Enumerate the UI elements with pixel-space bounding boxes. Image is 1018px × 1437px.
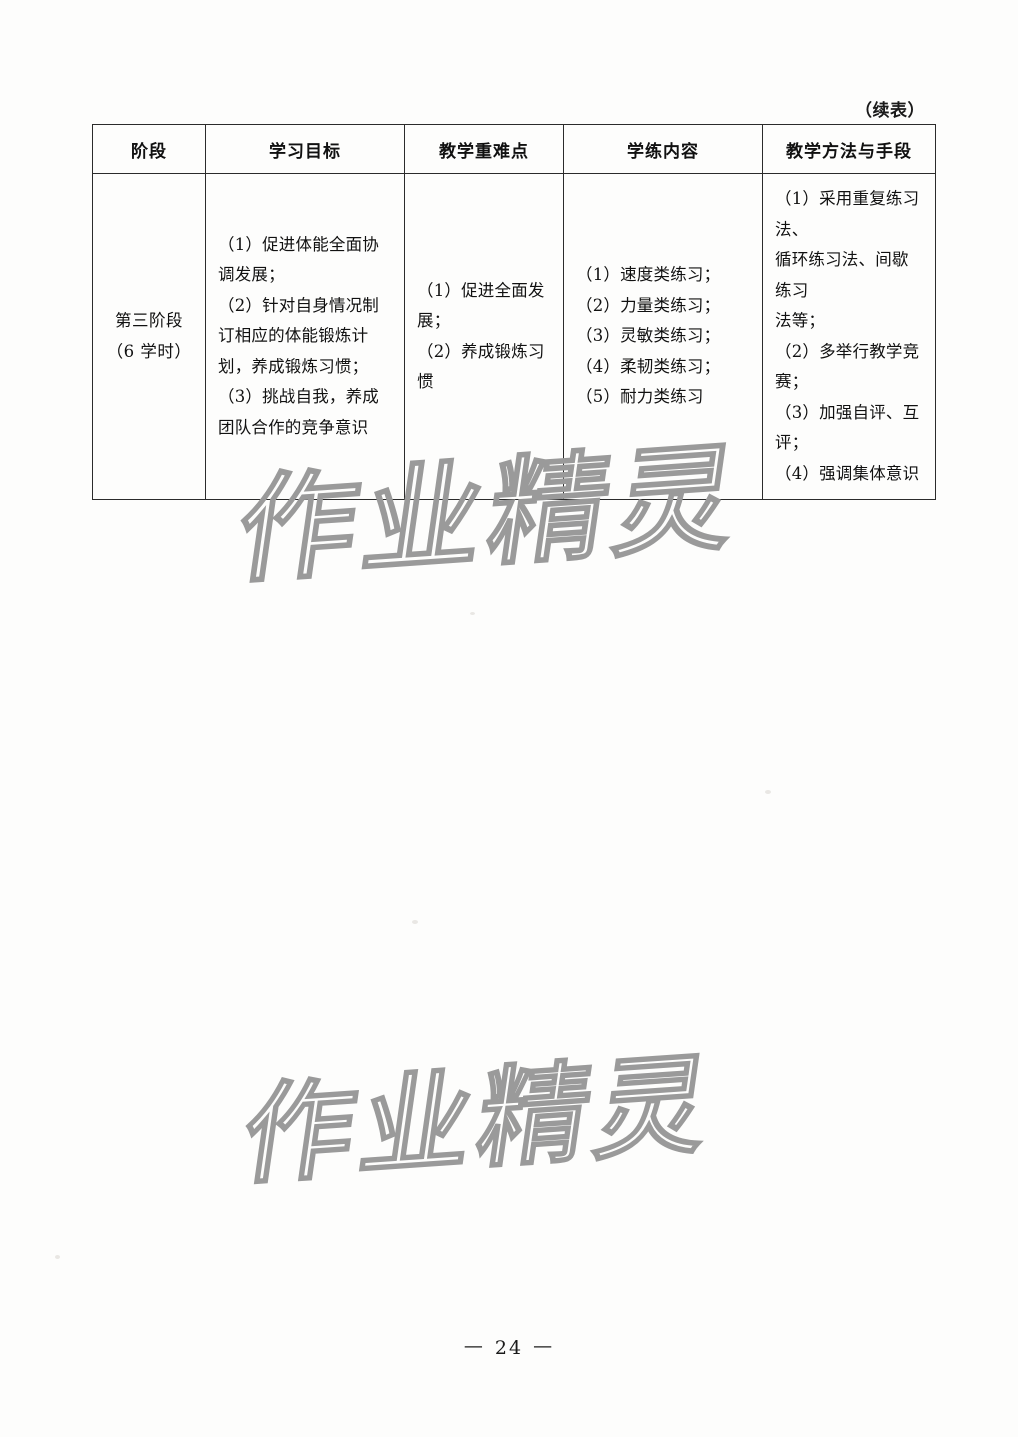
content-line: （3）灵敏类练习；: [576, 326, 721, 346]
content-line: （4）柔韧类练习；: [576, 356, 721, 376]
scan-speck: [470, 612, 475, 615]
objective-line: （3）挑战自我，养成: [218, 387, 379, 407]
folio-dash-left: —: [463, 1335, 485, 1357]
objective-line: 订相应的体能锻炼计: [218, 326, 369, 346]
watermark-bottom: 作业精灵: [234, 1039, 724, 1201]
objective-line: 团队合作的竞争意识: [218, 417, 369, 437]
curriculum-table: 阶段 学习目标 教学重难点 学练内容 教学方法与手段 第三阶段 （6 学时） （…: [92, 124, 936, 501]
content-line: （5）耐力类练习: [576, 387, 704, 407]
method-line: （2）多举行教学竞赛；: [775, 341, 920, 392]
cell-objectives: （1）促进体能全面协 调发展； （2）针对自身情况制 订相应的体能锻炼计 划，养…: [205, 172, 405, 501]
objective-line: （1）促进体能全面协: [218, 234, 379, 254]
method-line: （3）加强自评、互评；: [775, 402, 920, 453]
scan-speck: [765, 790, 771, 794]
folio-dash-right: —: [533, 1335, 555, 1357]
column-header-objectives: 学习目标: [205, 124, 405, 174]
content-line: （2）力量类练习；: [576, 295, 721, 315]
column-header-stage: 阶段: [92, 124, 206, 174]
method-line: （4）强调集体意识: [775, 463, 920, 483]
column-header-methods: 教学方法与手段: [762, 124, 936, 174]
key-point-line: （2）养成锻炼习惯: [417, 341, 545, 392]
cell-contents: （1）速度类练习； （2）力量类练习； （3）灵敏类练习； （4）柔韧类练习； …: [563, 172, 763, 501]
page-footer: — 24 —: [0, 1335, 1018, 1359]
scan-speck: [55, 1255, 60, 1259]
cell-stage: 第三阶段 （6 学时）: [92, 172, 206, 501]
column-header-key-points: 教学重难点: [404, 124, 564, 174]
cell-key-points: （1）促进全面发展； （2）养成锻炼习惯: [404, 172, 564, 501]
objective-line: （2）针对自身情况制: [218, 295, 379, 315]
cell-methods: （1）采用重复练习法、 循环练习法、间歇练习 法等； （2）多举行教学竞赛； （…: [762, 172, 936, 501]
stage-line: （6 学时）: [106, 341, 192, 361]
continued-table-label: （续表）: [855, 101, 925, 121]
page-number: 24: [494, 1337, 524, 1359]
table-row: 第三阶段 （6 学时） （1）促进体能全面协 调发展； （2）针对自身情况制 订…: [92, 172, 936, 501]
objective-line: 划，养成锻炼习惯；: [218, 356, 369, 376]
method-line: 循环练习法、间歇练习: [775, 250, 909, 300]
content-line: （1）速度类练习；: [576, 265, 721, 285]
method-line: （1）采用重复练习法、: [775, 189, 920, 239]
method-line: 法等；: [775, 311, 826, 331]
stage-line: 第三阶段: [115, 311, 183, 331]
objective-line: 调发展；: [218, 265, 285, 285]
column-header-contents: 学练内容: [563, 124, 763, 174]
key-point-line: （1）促进全面发展；: [417, 280, 545, 331]
table-header-row: 阶段 学习目标 教学重难点 学练内容 教学方法与手段: [92, 124, 936, 174]
scan-speck: [412, 920, 418, 924]
